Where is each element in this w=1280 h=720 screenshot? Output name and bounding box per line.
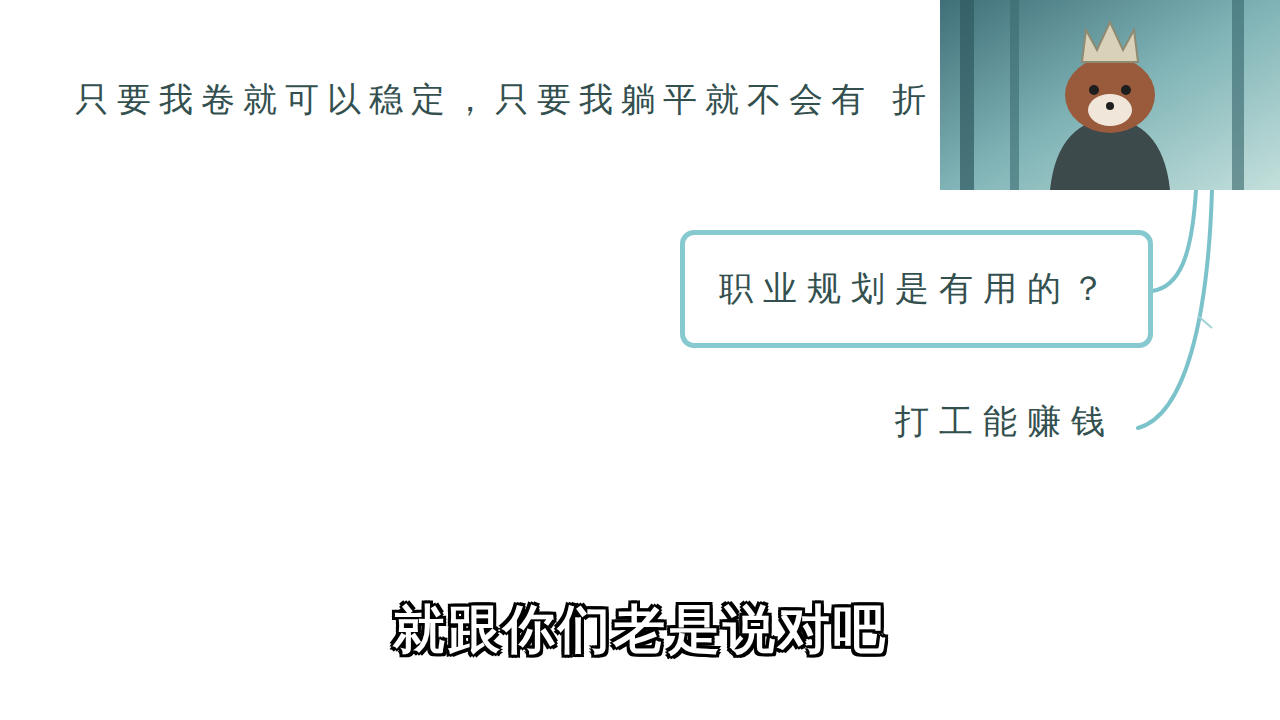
tree-trunk — [1010, 0, 1019, 190]
webcam-frame — [940, 0, 1280, 190]
cursor-mark — [1198, 316, 1212, 328]
subtitle: 就跟你们老是说对吧 — [0, 588, 1280, 671]
panda-nose — [1106, 102, 1114, 110]
tree-trunk — [960, 0, 974, 190]
panda-eye — [1121, 85, 1131, 95]
panda-face — [1088, 94, 1132, 126]
topic-box: 职业规划是有用的？ — [680, 230, 1153, 348]
branch-line — [1152, 190, 1196, 291]
panda-eye — [1089, 85, 1099, 95]
webcam-overlay — [940, 0, 1280, 190]
tree-trunk — [1232, 0, 1244, 190]
panda-head — [1065, 57, 1155, 133]
topic-text: 职业规划是有用的？ — [719, 266, 1115, 312]
crown — [1082, 22, 1138, 62]
topic-text: 打工能赚钱 — [895, 394, 1155, 448]
heading-note: 只要我卷就可以稳定，只要我躺平就不会有 折 — [75, 72, 945, 126]
